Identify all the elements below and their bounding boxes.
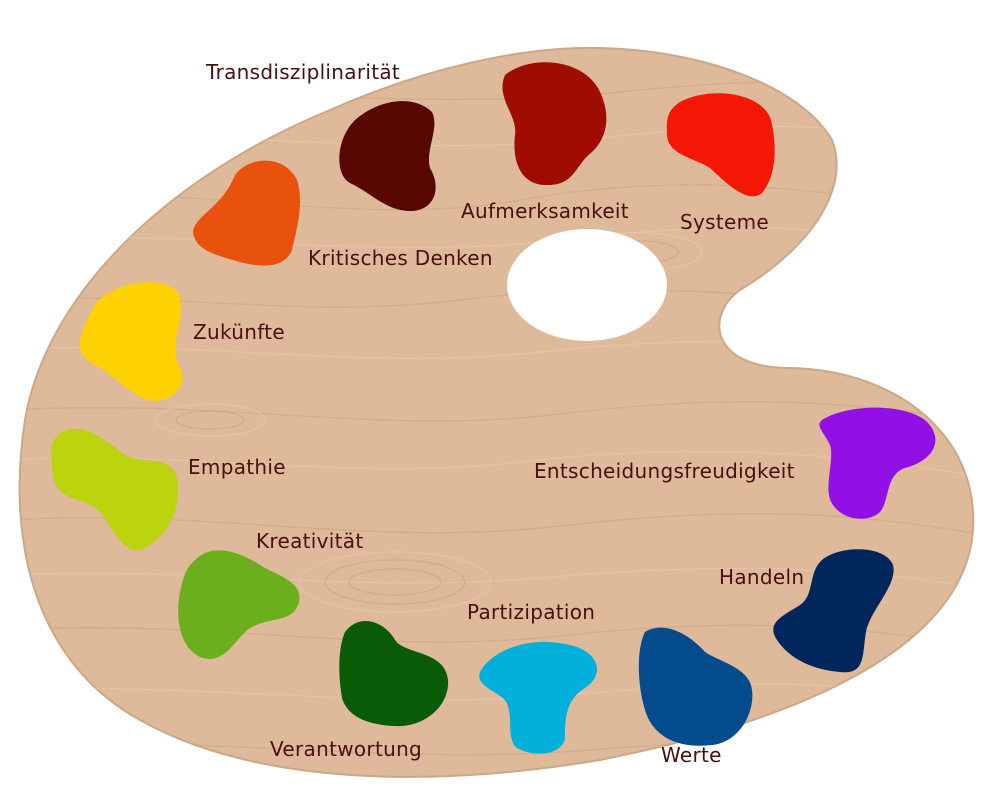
label-empathie: Empathie	[188, 455, 286, 479]
label-kritisches-denken: Kritisches Denken	[308, 246, 493, 270]
blob-aufmerksamkeit	[502, 62, 607, 186]
blob-kritisches-denken	[193, 160, 301, 266]
blob-zukuenfte	[79, 282, 183, 401]
thumb-hole	[507, 229, 667, 341]
blob-transdisziplinaritaet	[339, 101, 436, 212]
label-systeme: Systeme	[680, 210, 769, 234]
label-zukuenfte: Zukünfte	[193, 320, 285, 344]
blob-handeln	[773, 549, 894, 673]
blob-werte	[638, 627, 753, 746]
label-transdisziplinaritaet: Transdisziplinarität	[205, 60, 400, 84]
blob-verantwortung	[339, 620, 449, 727]
label-aufmerksamkeit: Aufmerksamkeit	[461, 199, 629, 223]
blob-systeme	[666, 93, 775, 197]
labels: Transdisziplinarität Aufmerksamkeit Syst…	[188, 60, 804, 767]
label-werte: Werte	[661, 743, 722, 767]
label-handeln: Handeln	[719, 565, 804, 589]
label-partizipation: Partizipation	[467, 600, 595, 624]
label-entscheidungsfreudigkeit: Entscheidungsfreudigkeit	[534, 459, 795, 483]
blob-kreativitaet	[178, 550, 300, 660]
blob-partizipation	[479, 641, 597, 754]
paint-blobs	[51, 62, 936, 754]
blob-entscheidungsfreudigkeit	[819, 407, 936, 519]
blob-empathie	[51, 428, 179, 551]
label-verantwortung: Verantwortung	[270, 737, 422, 761]
label-kreativitaet: Kreativität	[256, 529, 364, 553]
